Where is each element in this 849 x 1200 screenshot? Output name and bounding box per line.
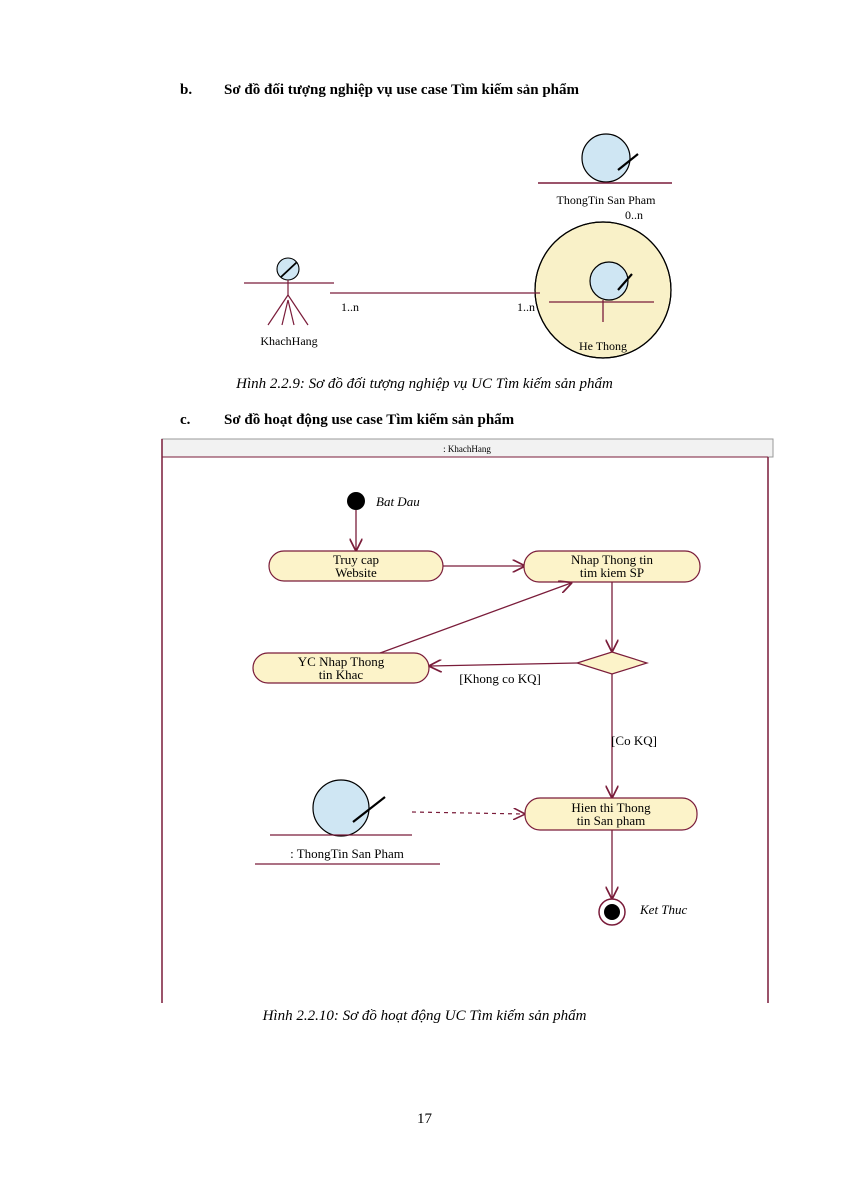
actor-khachhang-label: KhachHang (260, 334, 317, 348)
activity-yc-line2: tin Khac (319, 667, 364, 682)
start-label: Bat Dau (376, 494, 420, 509)
start-node (347, 492, 365, 510)
activity-truycap-line1: Truy cap (333, 552, 379, 567)
mult-actor: 1..n (341, 300, 359, 314)
section-c-heading: c. Sơ đồ hoạt động use case Tìm kiếm sản … (180, 412, 514, 429)
object-thongtin-icon (270, 779, 412, 837)
entity-thongtin-icon (538, 133, 672, 184)
caption-figure-2210: Hình 2.2.10: Sơ đồ hoạt động UC Tìm kiếm… (262, 1008, 587, 1024)
activity-diagram: : KhachHang Bat Dau Truy cap Website Nha… (161, 438, 774, 1003)
end-node-inner (604, 904, 620, 920)
activity-hienthi-line1: Hien thi Thong (571, 800, 651, 815)
mult-hethong-left: 1..n (517, 300, 535, 314)
entity-hethong-label: He Thong (579, 339, 627, 353)
activity-hienthi-line2: tin San pham (577, 813, 646, 828)
caption-figure-229: Hình 2.2.9: Sơ đồ đối tượng nghiệp vụ UC… (236, 376, 613, 392)
end-label: Ket Thuc (639, 902, 688, 917)
mult-thongtin: 0..n (625, 208, 643, 222)
entity-thongtin-label: ThongTin San Pham (557, 193, 657, 207)
activity-truycap-line2: Website (335, 565, 377, 580)
entity-hethong-icon (534, 221, 672, 359)
activity-yc-nhap (252, 652, 430, 684)
section-b-heading: b. Sơ đồ đối tượng nghiệp vụ use case Tìm… (180, 82, 579, 99)
business-object-diagram: ThongTin San Pham 0..n 1 He Thong KhachH… (244, 133, 672, 359)
section-c-label: c. (180, 412, 191, 428)
section-b-title: Sơ đồ đối tượng nghiệp vụ use case Tìm k… (224, 82, 579, 98)
activity-yc-line1: YC Nhap Thong (298, 654, 385, 669)
swimlane-title: : KhachHang (443, 444, 491, 454)
section-c-title: Sơ đồ hoạt động use case Tìm kiếm sản ph… (224, 412, 515, 428)
object-flow (411, 812, 524, 814)
activity-nhap-line1: Nhap Thong tin (571, 552, 654, 567)
decision-node (574, 651, 650, 675)
actor-khachhang-icon (244, 257, 334, 326)
guard-co-kq: [Co KQ] (611, 733, 657, 748)
guard-khong-co-kq: [Khong co KQ] (459, 671, 541, 686)
page-number: 17 (417, 1111, 432, 1127)
object-thongtin-label: : ThongTin San Pham (290, 846, 404, 861)
activity-nhap-line2: tim kiem SP (580, 565, 644, 580)
section-b-label: b. (180, 82, 193, 98)
